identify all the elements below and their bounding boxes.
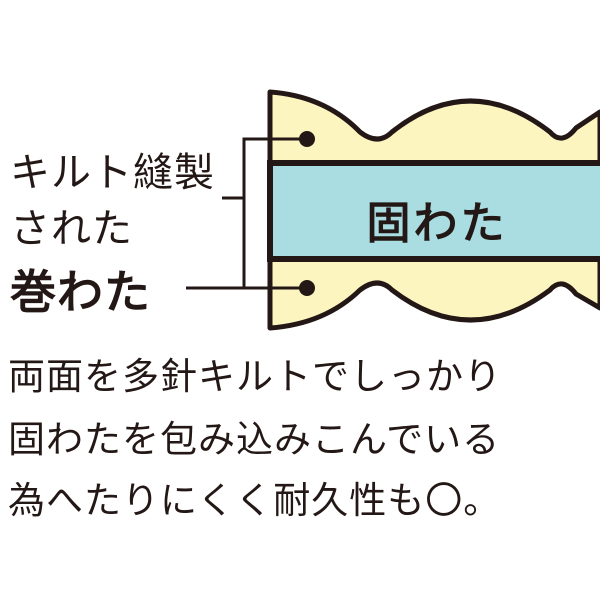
quilted-label-line2: された	[10, 206, 133, 252]
quilted-label-line1: キルト縫製	[10, 150, 215, 196]
leader-line-quilted	[222, 137, 307, 200]
description-line-2: 固わたを包み込みこんでいる	[8, 418, 501, 461]
wrapped-cotton-label: 巻わた	[10, 265, 151, 319]
bottom-quilted-layer	[267, 253, 600, 331]
top-quilted-layer	[267, 89, 600, 171]
description-line-1: 両面を多針キルトでしっかり	[8, 355, 502, 398]
core-label: 固わた	[366, 198, 508, 249]
description-line-3: 為へたりにくく耐久性も〇。	[8, 479, 502, 522]
core-band	[267, 160, 600, 262]
